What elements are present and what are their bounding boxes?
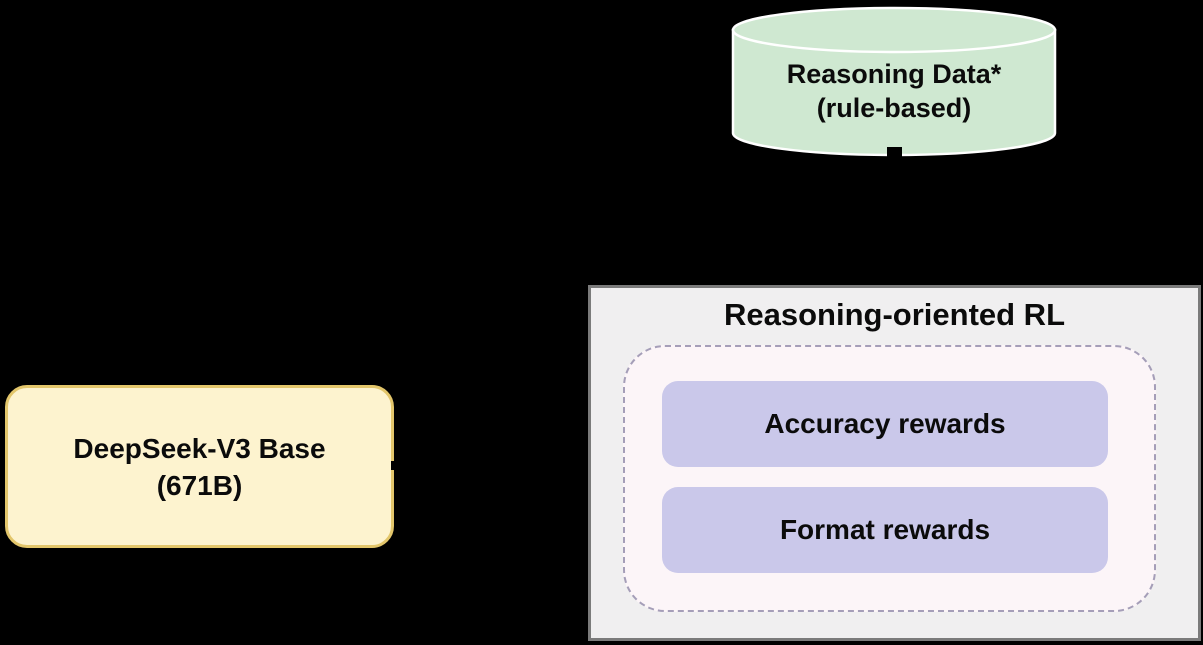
cylinder-arrow-stub: [887, 147, 902, 158]
rl-stage-title: Reasoning-oriented RL: [723, 297, 1065, 332]
base-model-arrow-stub: [391, 461, 401, 470]
reasoning-data-line1: Reasoning Data*: [786, 59, 1002, 89]
accuracy-rewards-label: Accuracy rewards: [764, 408, 1006, 439]
accuracy-rewards-box: Accuracy rewards: [662, 381, 1108, 467]
format-rewards-box: Format rewards: [662, 487, 1108, 573]
base-model-line2: (671B): [156, 469, 243, 501]
reasoning-data-line2: (rule-based): [816, 93, 972, 123]
reasoning-data-cylinder-icon: [731, 6, 1057, 157]
base-model-line1: DeepSeek-V3 Base: [73, 432, 326, 464]
format-rewards-label: Format rewards: [779, 514, 991, 545]
rl-stage-panel: Reasoning-oriented RL Accuracy rewards F…: [588, 285, 1201, 641]
reasoning-data-label: Reasoning Data* (rule-based): [733, 55, 1055, 127]
base-model-node: DeepSeek-V3 Base (671B): [5, 385, 394, 548]
rewards-group: Accuracy rewards Format rewards: [623, 345, 1156, 612]
